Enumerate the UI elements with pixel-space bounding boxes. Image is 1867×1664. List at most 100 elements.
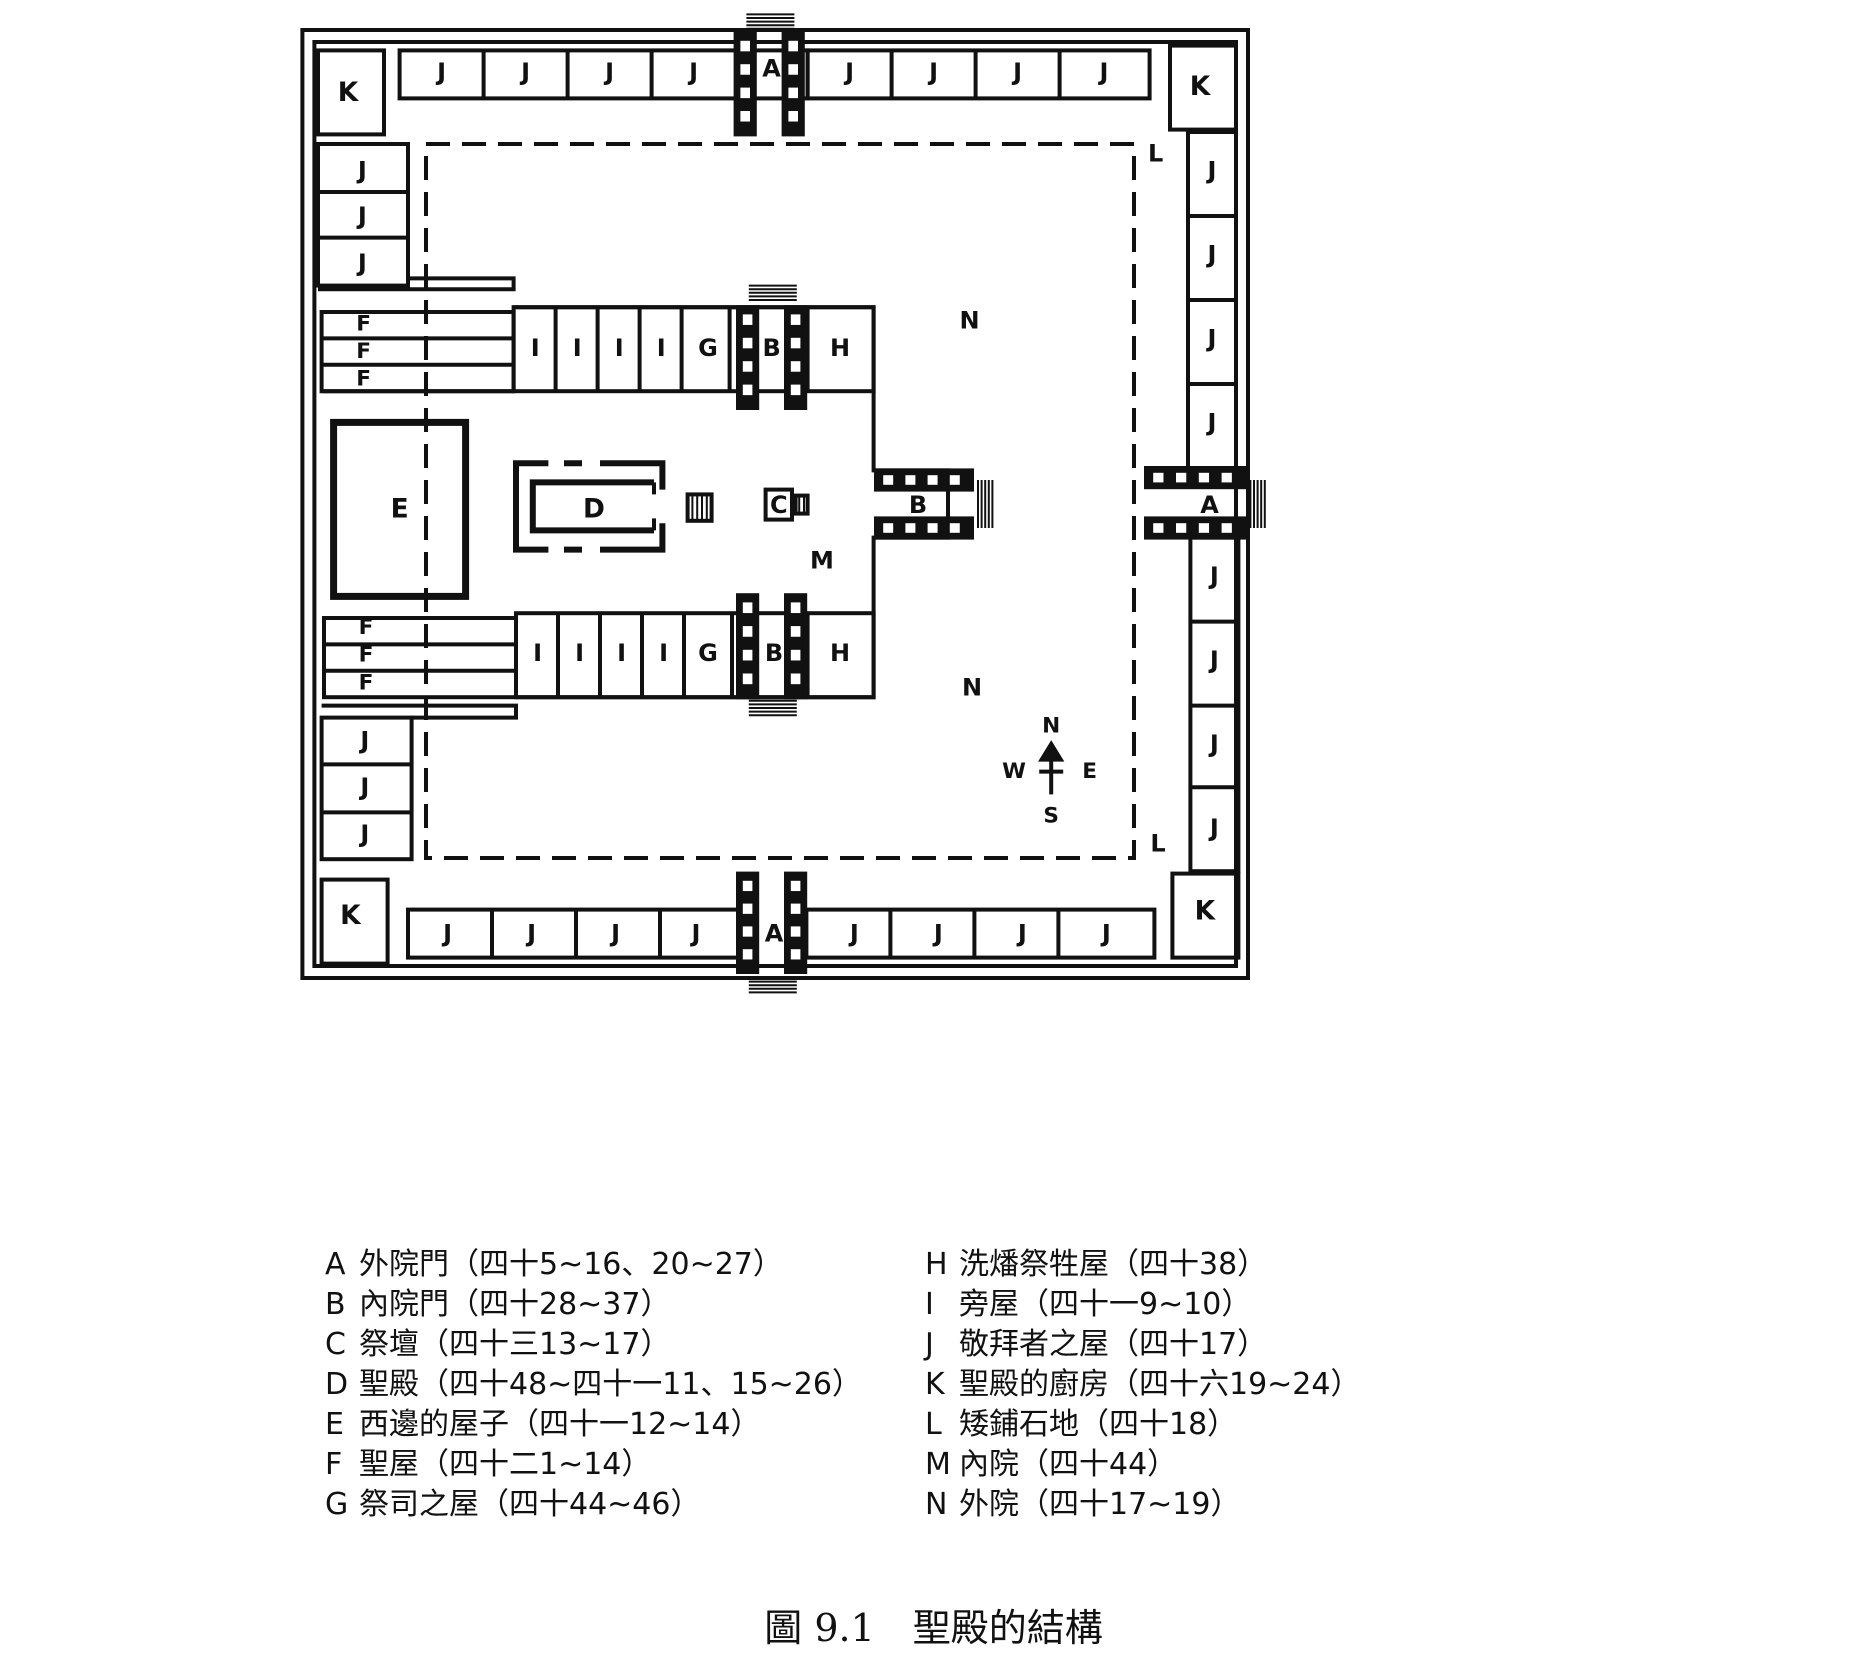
label-worship-room-es0: J (1208, 562, 1219, 590)
label-worship-room-n0: J (435, 58, 446, 86)
holy-chambers-north (319, 310, 516, 394)
outer-gate-north-slot (788, 111, 798, 122)
inner-gate-east-slot (949, 523, 960, 533)
label-inner-gate-n: B (762, 334, 780, 362)
outer-gate-south-slot (742, 880, 753, 892)
label-pavement-ne: L (1148, 140, 1163, 168)
label-outer-gate-north: A (762, 54, 781, 82)
inner-gate-north-slot (742, 361, 753, 372)
temple-steps (685, 492, 714, 523)
label-compass-north: N (1042, 714, 1060, 739)
temple-outer-wall-ne (600, 460, 666, 490)
outer-gate-north-pier0 (733, 31, 757, 137)
outer-gate-south-slot (742, 903, 753, 914)
label-west-building: E (391, 493, 409, 524)
label-washing-room-n: H (830, 334, 850, 362)
inner-gate-south-slot (790, 673, 801, 685)
temple-inner-wall (529, 479, 654, 534)
outer-gate-east-slot (1153, 523, 1164, 533)
label-side-chamber-s1: I (575, 639, 584, 667)
label-worship-room-wn1: J (356, 202, 367, 230)
outer-gate-south-slot (742, 949, 753, 960)
outer-wall-inner (312, 40, 1238, 968)
outer-gate-north-pier1 (781, 31, 805, 137)
outer-gate-east-slot (1221, 523, 1232, 533)
label-worship-room-es3: J (1208, 814, 1219, 842)
outer-gate-east-slot (1176, 523, 1187, 533)
outer-gate-south-slot (790, 926, 801, 937)
outer-gate-south-slot (790, 949, 801, 960)
label-temple: D (583, 493, 605, 524)
label-worship-room-en2: J (1206, 324, 1217, 352)
outer-gate-east-slot (1198, 472, 1210, 483)
kitchen-sw (319, 877, 390, 966)
label-worship-room-se3: J (1100, 920, 1111, 948)
inner-gate-east-slot (927, 475, 938, 485)
label-priest-chamber-n: G (698, 334, 718, 362)
label-compass-east: E (1082, 759, 1097, 784)
label-worship-room-s2: J (609, 920, 620, 948)
outer-gate-south-slot (742, 926, 753, 937)
label-worship-room-es1: J (1208, 646, 1219, 674)
west-wall-ledge-south (321, 703, 518, 720)
inner-gate-south-pier0 (736, 593, 760, 700)
label-holy-chamber-s0: F (359, 615, 374, 640)
label-worship-room-ne0: J (843, 58, 854, 86)
label-outer-gate-east: A (1200, 491, 1219, 519)
north-arrow-icon (1038, 740, 1065, 762)
label-side-chamber-n0: I (531, 334, 540, 362)
outer-gate-east-slot (1221, 472, 1232, 483)
label-worship-room-ws0: J (358, 726, 369, 754)
label-side-chamber-s0: I (533, 639, 542, 667)
label-worship-room-s0: J (441, 920, 452, 948)
label-worship-room-ws2: J (358, 820, 369, 848)
label-holy-chamber-n2: F (356, 367, 371, 392)
inner-gate-south-slot (742, 602, 753, 614)
inner-gate-east-slot (883, 523, 894, 533)
label-worship-room-s1: J (525, 920, 536, 948)
temple-outer-wall-se (600, 523, 666, 553)
inner-gate-south-slot (790, 626, 801, 637)
outer-gate-north-slot (788, 40, 798, 52)
label-holy-chamber-n0: F (356, 312, 371, 337)
label-side-chamber-n3: I (657, 334, 666, 362)
label-altar: C (770, 491, 788, 519)
label-holy-chamber-n1: F (356, 339, 371, 364)
inner-gate-east-pier1 (874, 516, 974, 540)
kitchen-nw (316, 48, 386, 137)
west-rooms-south-block (319, 715, 414, 862)
label-worship-room-se1: J (932, 920, 943, 948)
inner-gate-north-slot (742, 384, 753, 396)
outer-gate-south-pier0 (736, 871, 760, 974)
label-kitchen-sw: K (340, 900, 362, 931)
south-chamber-row (514, 611, 876, 700)
holy-chambers-south (322, 616, 518, 700)
inner-gate-north-slot (742, 337, 753, 349)
label-washing-room-s: H (830, 639, 850, 667)
label-holy-chamber-s2: F (359, 670, 374, 695)
label-worship-room-wn0: J (356, 156, 367, 184)
label-compass-west: W (1002, 759, 1026, 784)
inner-gate-east-slot (949, 475, 960, 485)
inner-gate-north-slot (790, 314, 801, 325)
label-side-chamber-n2: I (615, 334, 624, 362)
outer-gate-north-slot (740, 64, 750, 75)
label-compass-south: S (1043, 804, 1059, 829)
outer-gate-east-slot (1153, 472, 1164, 483)
inner-gate-north-slot (790, 337, 801, 349)
inner-gate-south-slot (790, 649, 801, 661)
west-building (330, 418, 470, 600)
label-kitchen-ne: K (1190, 71, 1212, 102)
outer-gate-south-pier1 (784, 871, 808, 974)
pavement-boundary (424, 142, 1136, 860)
inner-gate-north-slot (790, 384, 801, 396)
